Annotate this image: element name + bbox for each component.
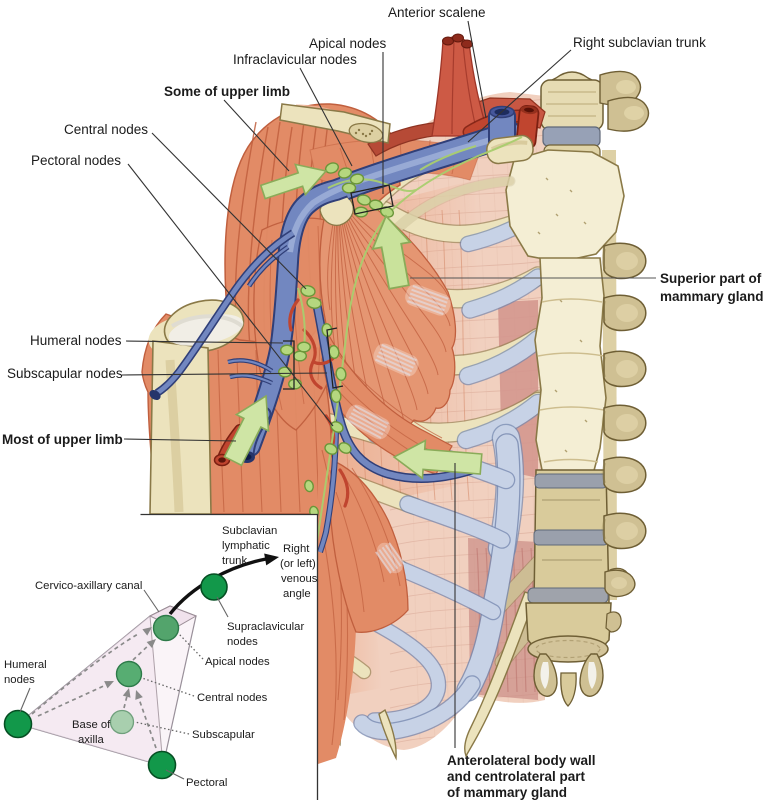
svg-text:trunk: trunk (222, 555, 247, 567)
svg-text:venous: venous (281, 573, 318, 585)
svg-text:Apical nodes: Apical nodes (309, 36, 387, 51)
svg-text:Apical nodes: Apical nodes (205, 656, 270, 668)
svg-text:(or left): (or left) (280, 558, 316, 570)
svg-text:Cervico-axillary canal: Cervico-axillary canal (35, 580, 142, 592)
svg-text:Supraclavicular: Supraclavicular (227, 621, 304, 633)
svg-text:Subscapular nodes: Subscapular nodes (7, 366, 123, 381)
svg-text:nodes: nodes (227, 636, 258, 648)
svg-text:Humeral nodes: Humeral nodes (30, 333, 122, 348)
svg-text:Base of: Base of (72, 719, 111, 731)
svg-text:Infraclavicular nodes: Infraclavicular nodes (233, 52, 357, 67)
svg-text:Some of upper limb: Some of upper limb (164, 84, 290, 99)
svg-text:Subclavian: Subclavian (222, 525, 277, 537)
svg-text:angle: angle (283, 588, 311, 600)
svg-text:Humeral: Humeral (4, 659, 47, 671)
svg-text:and centrolateral part: and centrolateral part (447, 769, 586, 784)
svg-text:Right subclavian trunk: Right subclavian trunk (573, 35, 706, 50)
svg-text:mammary gland: mammary gland (660, 289, 763, 304)
svg-text:Central nodes: Central nodes (64, 122, 148, 137)
svg-text:Most of upper limb: Most of upper limb (2, 432, 123, 447)
svg-text:of mammary gland: of mammary gland (447, 785, 567, 800)
svg-text:Anterior scalene: Anterior scalene (388, 5, 486, 20)
svg-text:Pectoral: Pectoral (186, 777, 227, 789)
svg-text:Central nodes: Central nodes (197, 692, 268, 704)
svg-text:Superior part of: Superior part of (660, 271, 762, 286)
svg-text:Pectoral nodes: Pectoral nodes (31, 153, 121, 168)
svg-text:lymphatic: lymphatic (222, 540, 270, 552)
svg-text:Subscapular: Subscapular (192, 729, 255, 741)
svg-text:nodes: nodes (4, 674, 35, 686)
svg-text:Anterolateral body wall: Anterolateral body wall (447, 753, 596, 768)
svg-text:Right: Right (283, 543, 310, 555)
svg-text:axilla: axilla (78, 734, 104, 746)
